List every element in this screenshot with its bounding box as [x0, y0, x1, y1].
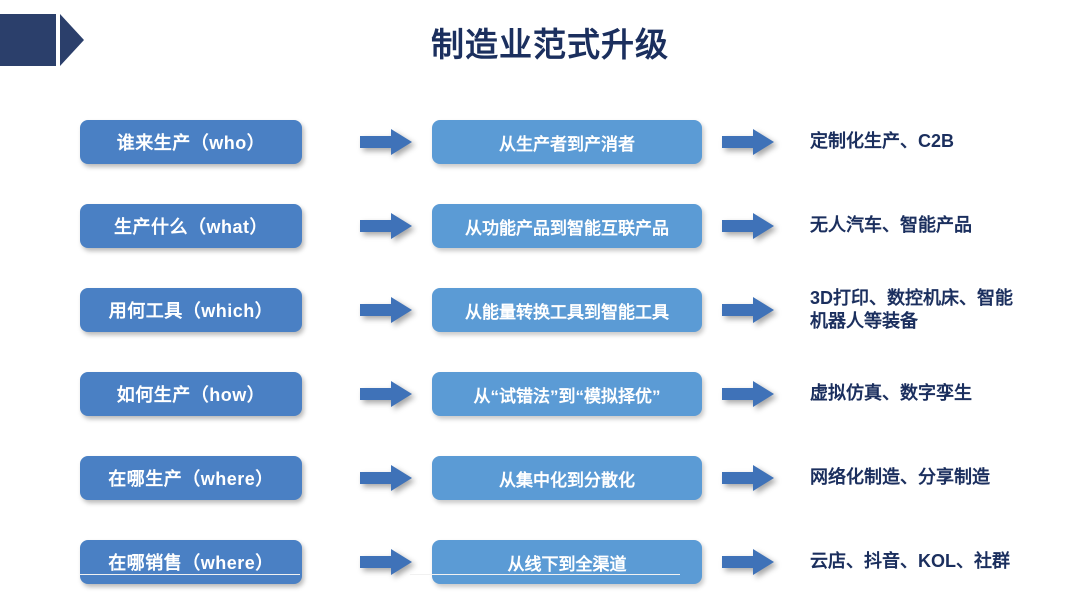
question-pill[interactable]: 如何生产（how）: [80, 372, 302, 416]
arrow-right-icon: [722, 549, 774, 575]
arrow-right-icon: [360, 297, 412, 323]
shift-cell: 从能量转换工具到智能工具: [432, 288, 702, 332]
result-line-1: 无人汽车、智能产品: [810, 215, 972, 236]
arrow-right-icon: [722, 381, 774, 407]
result-line-1: 3D打印、数控机床、智能: [810, 287, 1014, 308]
navy-chevron-decoration: [0, 14, 84, 66]
result-cell: 3D打印、数控机床、智能 机器人等装备: [810, 287, 1080, 334]
shift-cell: 从线下到全渠道: [432, 540, 702, 584]
page-title: 制造业范式升级: [431, 26, 669, 63]
arrow-right-icon: [360, 129, 412, 155]
result-cell: 无人汽车、智能产品: [810, 214, 1080, 237]
shift-cell: 从生产者到产消者: [432, 120, 702, 164]
table-row: 用何工具（which） 从能量转换工具到智能工具 3D打印、数控机床、智能 机器…: [0, 268, 1080, 352]
question-pill[interactable]: 在哪生产（where）: [80, 456, 302, 500]
bottom-divider-right: [410, 574, 680, 575]
question-cell: 用何工具（which）: [80, 288, 350, 332]
shift-pill[interactable]: 从生产者到产消者: [432, 120, 702, 164]
slide-header: 制造业范式升级: [0, 0, 1080, 92]
shift-cell: 从集中化到分散化: [432, 456, 702, 500]
table-row: 生产什么（what） 从功能产品到智能互联产品 无人汽车、智能产品: [0, 184, 1080, 268]
decoration-gap: [56, 14, 60, 66]
arrow-right-icon: [360, 381, 412, 407]
shift-pill[interactable]: 从“试错法”到“模拟择优”: [432, 372, 702, 416]
arrow-right-icon: [722, 297, 774, 323]
result-cell: 定制化生产、C2B: [810, 130, 1080, 153]
shift-pill[interactable]: 从功能产品到智能互联产品: [432, 204, 702, 248]
result-line-2: 机器人等装备: [810, 311, 918, 331]
result-cell: 网络化制造、分享制造: [810, 466, 1080, 489]
decoration-rectangle: [0, 14, 56, 66]
question-cell: 如何生产（how）: [80, 372, 350, 416]
result-line-1: 虚拟仿真、数字孪生: [810, 383, 972, 404]
arrow-right-icon: [360, 549, 412, 575]
question-pill[interactable]: 生产什么（what）: [80, 204, 302, 248]
arrow-right-icon: [722, 213, 774, 239]
arrow-right-icon: [722, 465, 774, 491]
table-row: 在哪销售（where） 从线下到全渠道 云店、抖音、KOL、社群: [0, 520, 1080, 604]
result-cell: 虚拟仿真、数字孪生: [810, 382, 1080, 405]
result-line-1: 网络化制造、分享制造: [810, 467, 990, 488]
question-pill[interactable]: 用何工具（which）: [80, 288, 302, 332]
arrow-right-icon: [722, 129, 774, 155]
question-cell: 在哪销售（where）: [80, 540, 350, 584]
question-pill[interactable]: 谁来生产（who）: [80, 120, 302, 164]
result-line-1: 云店、抖音、KOL、社群: [810, 551, 1010, 572]
shift-cell: 从“试错法”到“模拟择优”: [432, 372, 702, 416]
table-row: 在哪生产（where） 从集中化到分散化 网络化制造、分享制造: [0, 436, 1080, 520]
result-line-1: 定制化生产、C2B: [810, 131, 955, 152]
table-row: 如何生产（how） 从“试错法”到“模拟择优” 虚拟仿真、数字孪生: [0, 352, 1080, 436]
question-cell: 生产什么（what）: [80, 204, 350, 248]
table-row: 谁来生产（who） 从生产者到产消者 定制化生产、C2B: [0, 100, 1080, 184]
bottom-divider-left: [80, 574, 300, 575]
shift-pill[interactable]: 从集中化到分散化: [432, 456, 702, 500]
arrow-right-icon: [360, 465, 412, 491]
shift-cell: 从功能产品到智能互联产品: [432, 204, 702, 248]
question-cell: 在哪生产（where）: [80, 456, 350, 500]
paradigm-rows: 谁来生产（who） 从生产者到产消者 定制化生产、C2B 生产什么（what） …: [0, 100, 1080, 604]
shift-pill[interactable]: 从线下到全渠道: [432, 540, 702, 584]
decoration-arrow-icon: [60, 14, 84, 66]
arrow-right-icon: [360, 213, 412, 239]
shift-pill[interactable]: 从能量转换工具到智能工具: [432, 288, 702, 332]
question-cell: 谁来生产（who）: [80, 120, 350, 164]
question-pill[interactable]: 在哪销售（where）: [80, 540, 302, 584]
result-cell: 云店、抖音、KOL、社群: [810, 550, 1080, 573]
